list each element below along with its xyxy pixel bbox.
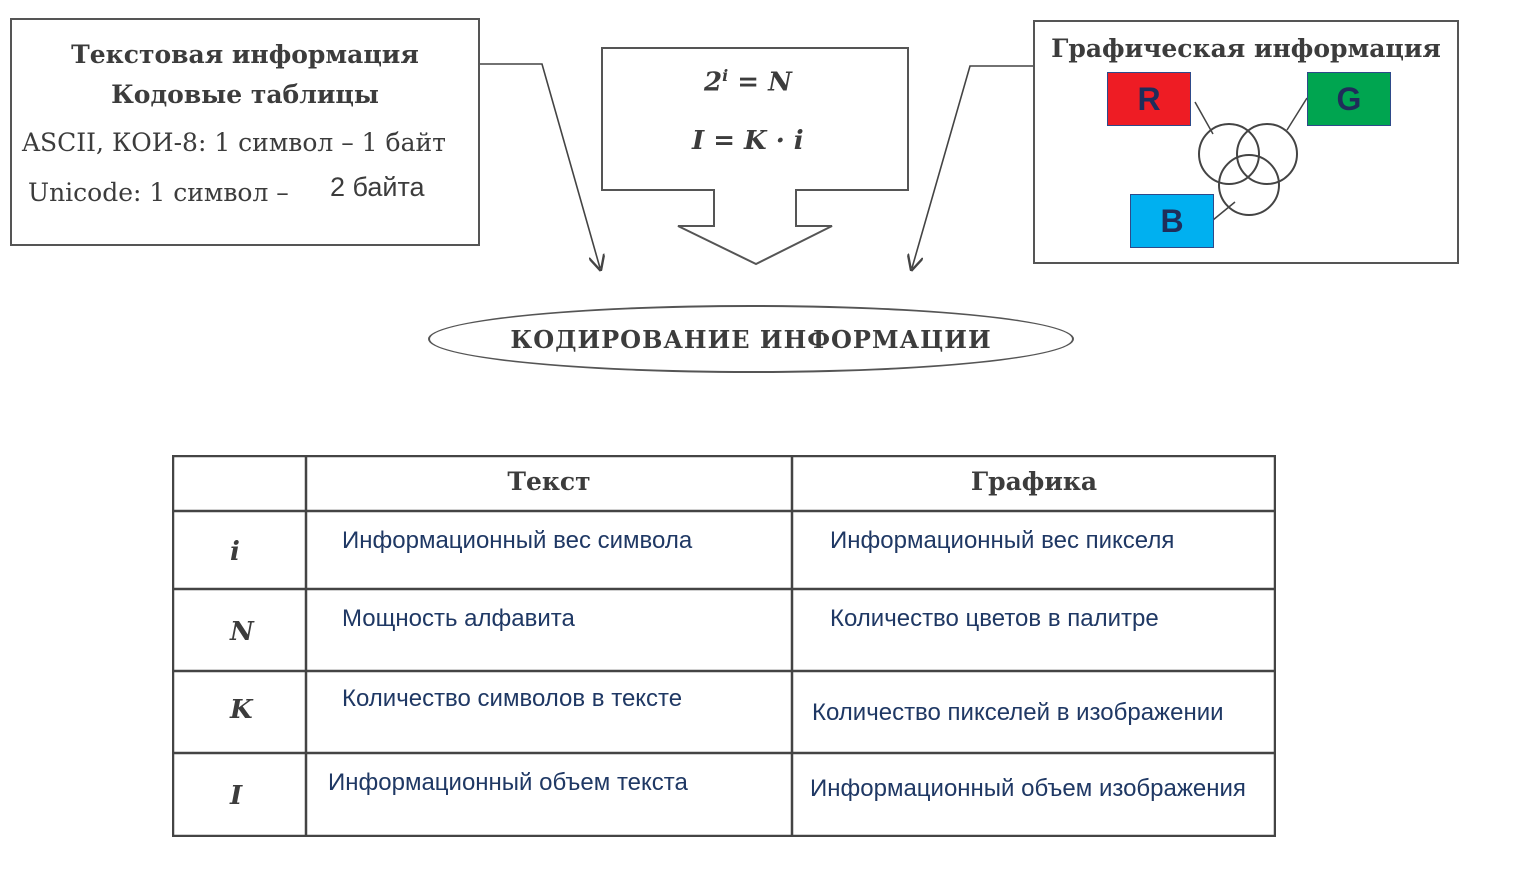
red-channel-box: R [1107, 72, 1191, 126]
formula-line-2: I = K · i [692, 126, 804, 156]
formula-line-1: 2i = N [704, 66, 792, 98]
blue-channel-box: B [1130, 194, 1214, 248]
encoding-label: КОДИРОВАНИЕ ИНФОРМАЦИИ [510, 324, 992, 354]
row-var-i: i [230, 537, 240, 567]
ascii-line: ASCII, КОИ-8: 1 символ – 1 байт [22, 128, 446, 157]
row-k-graphics: Количество пикселей в изображении [812, 699, 1224, 726]
header-text: Текст [507, 467, 591, 496]
row-k-text: Количество символов в тексте [342, 685, 683, 712]
unicode-value: 2 байта [330, 172, 425, 202]
formula-exponent: i [722, 66, 729, 85]
graphic-info-box: Графическая информация R G B [1033, 20, 1459, 264]
comparison-table: Текст Графика i Информационный вес симво… [172, 455, 1276, 837]
encoding-ellipse: КОДИРОВАНИЕ ИНФОРМАЦИИ [428, 305, 1074, 373]
row-var-k: K [230, 695, 253, 725]
row-var-n: N [230, 617, 254, 647]
row-i-graphics: Информационный вес пикселя [830, 527, 1175, 554]
rgb-circles [1194, 97, 1308, 221]
row-var-big-i: I [230, 781, 243, 811]
arrow-text-to-center [480, 63, 600, 268]
unicode-prefix: Unicode: 1 символ – [28, 178, 289, 207]
row-i-text: Информационный вес символа [342, 527, 693, 554]
text-info-title: Текстовая информация [71, 40, 419, 69]
row-n-text: Мощность алфавита [342, 605, 575, 632]
formula-arrow-box [601, 47, 909, 266]
table-grid [172, 455, 1276, 837]
green-channel-box: G [1307, 72, 1391, 126]
row-big-i-text: Информационный объем текста [328, 769, 688, 796]
formula-eq1-rest: = N [737, 67, 792, 98]
graphic-info-title: Графическая информация [1051, 34, 1441, 63]
text-info-box: Текстовая информация Кодовые таблицы ASC… [10, 18, 480, 246]
row-big-i-graphics: Информационный объем изображения [810, 775, 1246, 802]
code-tables-subtitle: Кодовые таблицы [111, 80, 379, 109]
arrow-graphic-to-center [912, 65, 1033, 268]
header-graphics: Графика [970, 467, 1098, 496]
formula-base: 2 [704, 67, 723, 98]
row-n-graphics: Количество цветов в палитре [830, 605, 1159, 632]
